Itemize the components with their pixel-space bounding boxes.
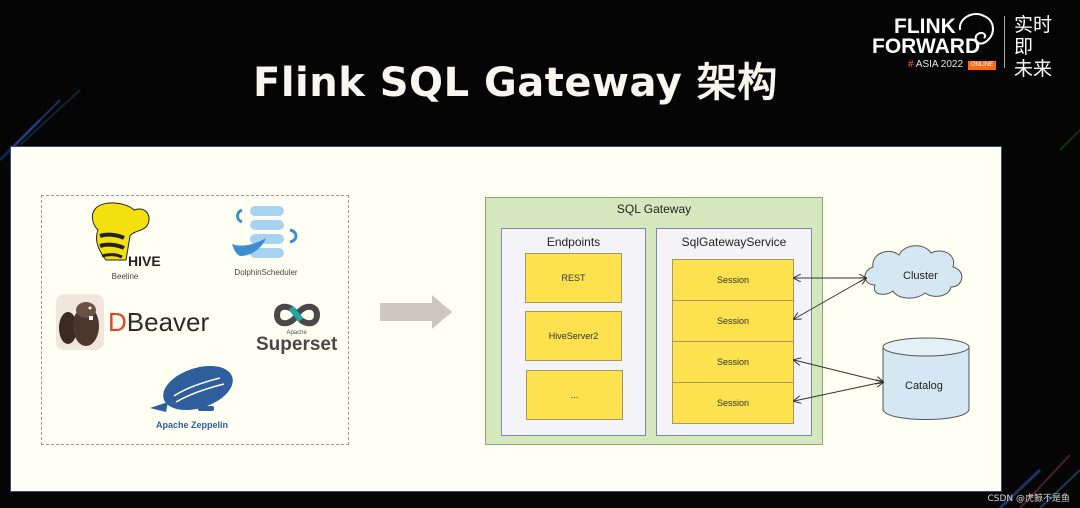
endpoint-more: ...	[526, 370, 623, 420]
catalog-label: Catalog	[905, 380, 943, 392]
logo-slogan: 实时即 未来	[1014, 14, 1062, 80]
client-dbeaver: DBeaver	[56, 294, 209, 350]
superset-logo-text: Superset	[256, 334, 338, 355]
session-box: Session	[672, 341, 794, 383]
catalog-database-icon	[882, 337, 970, 420]
client-caption: Apache Zeppelin	[155, 420, 228, 430]
page-title: Flink SQL Gateway 架构	[253, 60, 778, 106]
squirrel-icon	[958, 12, 994, 45]
slogan-line-2: 未来	[1014, 58, 1053, 80]
right-arrow-icon	[380, 295, 452, 329]
logo-flink: FLINK	[894, 15, 956, 38]
sql-gateway-box: SQL Gateway Endpoints REST HiveServer2 .…	[485, 197, 823, 445]
hive-bee-icon: HIVE	[91, 202, 161, 269]
client-hive: HIVE Beeline	[86, 200, 164, 281]
client-dolphinscheduler: DolphinScheduler	[228, 204, 304, 277]
logo-forward: FORWARD	[872, 35, 981, 58]
session-box: Session	[672, 259, 794, 301]
sqlgatewayservice-title: SqlGatewayService	[681, 235, 787, 249]
client-caption: DolphinScheduler	[234, 268, 298, 277]
client-superset: Apache Superset	[256, 300, 337, 354]
session-box: Session	[672, 300, 794, 342]
logo-event-name: ASIA 2022	[915, 59, 964, 70]
client-tools-group: HIVE Beeline DolphinScheduler	[41, 195, 349, 445]
superset-infinity-icon	[273, 303, 320, 327]
sqlgatewayservice-panel: SqlGatewayService Session Session Sessio…	[656, 228, 812, 436]
endpoints-title: Endpoints	[546, 235, 601, 249]
cluster-label: Cluster	[903, 270, 938, 282]
hive-logo-text: HIVE	[128, 253, 161, 269]
dbeaver-logo-text: DBeaver	[108, 306, 210, 337]
logo-hash: #	[908, 59, 914, 70]
superset-apache-label: Apache	[286, 330, 307, 336]
beaver-icon	[56, 294, 104, 350]
client-caption: Beeline	[111, 272, 139, 281]
logo-event: # ASIA 2022 ONLINE	[908, 59, 997, 70]
endpoints-panel: Endpoints REST HiveServer2 ...	[501, 228, 646, 436]
dolphinscheduler-icon	[232, 206, 298, 258]
client-zeppelin: Apache Zeppelin	[146, 364, 238, 430]
zeppelin-airship-icon	[150, 365, 233, 412]
watermark: CSDN @虎鲸不是鱼	[987, 494, 1070, 504]
session-box: Session	[672, 382, 794, 424]
endpoint-hiveserver2: HiveServer2	[525, 311, 622, 361]
architecture-diagram: HIVE Beeline DolphinScheduler	[10, 146, 1002, 492]
sql-gateway-title: SQL Gateway	[616, 202, 692, 216]
slogan-line-1: 实时即	[1014, 14, 1053, 58]
endpoint-rest: REST	[525, 253, 622, 303]
online-badge: ONLINE	[967, 61, 997, 70]
logo-divider	[1004, 16, 1005, 68]
flink-forward-logo: FLINK FORWARD # ASIA 2022 ONLINE 实时即 未来	[870, 10, 1070, 80]
